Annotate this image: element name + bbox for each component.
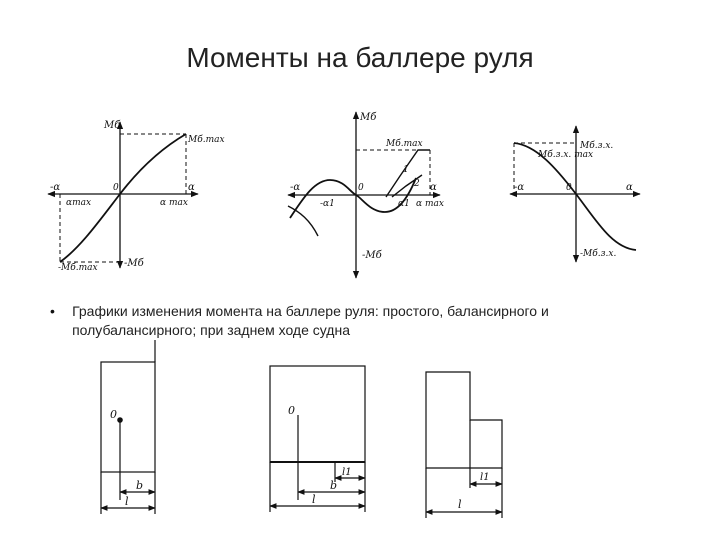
- rudder-balanced: [269, 365, 366, 512]
- rudder-semibalanced: [425, 371, 503, 518]
- graph2-x-left-label: -α: [290, 182, 300, 193]
- graph3-origin: 0: [566, 183, 572, 193]
- graph2-max-top: Mб.max: [385, 138, 423, 149]
- rudder2-blade: [269, 365, 366, 463]
- graph3-x-right-label: α: [626, 182, 633, 193]
- rudder2-l1-label: l1: [342, 467, 352, 478]
- graph1-y-bottom-label: -Mб: [124, 258, 145, 269]
- rudder1-axis-dot: [117, 417, 123, 423]
- graph2-x-right-label: α: [430, 182, 437, 193]
- graph1-x-right-label: α: [188, 182, 195, 193]
- rudder2-axis-label: 0: [288, 404, 295, 417]
- graph2-origin: 0: [358, 183, 364, 193]
- bullet-dot: •: [50, 303, 55, 319]
- rudder-simple: [100, 340, 156, 514]
- graph2-curve-2: [391, 174, 423, 198]
- graph2-curve1-label: 1: [403, 165, 409, 175]
- rudder2-b-label: b: [330, 479, 337, 492]
- graph3-curve: [513, 142, 637, 251]
- graph3-y-top-label: Mб.з.х.: [579, 140, 613, 151]
- graph2-a1-left: -α1: [320, 199, 335, 209]
- slide-title: Моменты на баллере руля: [186, 42, 534, 73]
- graph1-origin: 0: [113, 183, 119, 193]
- graph1-x-left-label: -α: [50, 182, 60, 193]
- graph1-y-top-label: Mб: [103, 120, 121, 131]
- rudder2-l-label: l: [312, 493, 316, 506]
- rudder1-blade: [100, 361, 156, 473]
- graph2-amax: α max: [416, 199, 444, 209]
- graph1-curve: [59, 133, 187, 263]
- graph-balanced-rudder: [287, 111, 441, 279]
- graph2-curve-main: [289, 177, 417, 219]
- rudder1-l-label: l: [125, 495, 129, 508]
- rudder1-axis-label: 0: [110, 408, 117, 421]
- graph3-y-bottom-label: -Mб.з.х.: [580, 248, 616, 259]
- graph-simple-rudder: [47, 121, 199, 269]
- graph3-max-top: Mб.з.х. max: [537, 149, 593, 160]
- rudder3-l1-label: l1: [480, 472, 490, 483]
- bullet-text: Графики изменения момента на баллере рул…: [72, 303, 549, 338]
- rudder3-l-label: l: [458, 498, 462, 511]
- rudder3-blade: [425, 371, 503, 469]
- graph2-curve2-label: 2: [413, 179, 420, 189]
- graph2-curve-neg: [287, 205, 319, 237]
- graph2-a1-right: α1: [398, 199, 410, 209]
- graph-semibalanced-rudder: [509, 125, 641, 263]
- rudder1-b-label: b: [136, 479, 143, 492]
- graph2-curve-1: [385, 149, 430, 198]
- graph1-max-bottom: -Mб.max: [58, 262, 98, 273]
- graph1-max-top: Mб.max: [187, 134, 225, 145]
- graph2-y-top-label: Mб: [359, 112, 377, 123]
- bullet-item: • Графики изменения момента на баллере р…: [50, 302, 670, 340]
- graph1-amax-left: αmax: [66, 198, 91, 208]
- graph1-amax-right: α max: [160, 198, 188, 208]
- graph2-y-bottom-label: -Mб: [362, 250, 383, 261]
- graph3-x-left-label: -α: [514, 182, 524, 193]
